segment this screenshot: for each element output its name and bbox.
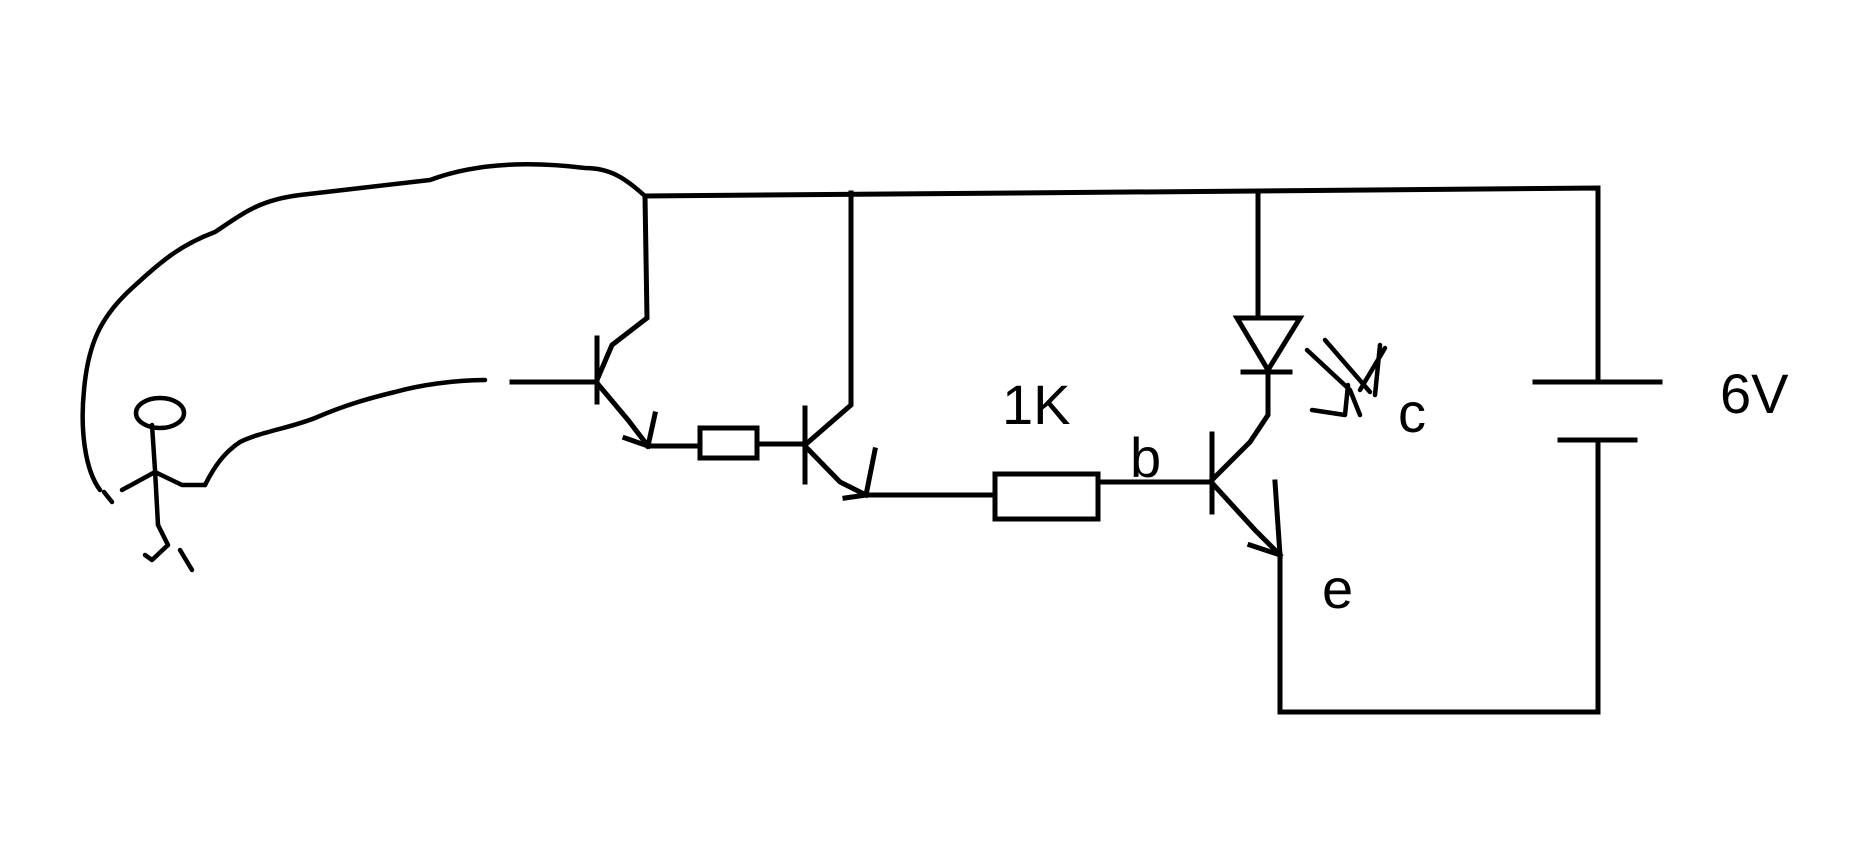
q1-collector-wire bbox=[593, 193, 650, 384]
resistor-1k bbox=[992, 471, 1101, 522]
base-label: b bbox=[1130, 426, 1161, 489]
touch-sensor-wire bbox=[80, 161, 648, 505]
q3-emitter bbox=[1208, 479, 1284, 559]
positive-rail bbox=[642, 185, 1601, 383]
ground-wire bbox=[1277, 437, 1601, 715]
collector-label: c bbox=[1398, 381, 1426, 444]
resistor-label: 1K bbox=[1002, 373, 1071, 436]
led-light-arrows-icon bbox=[1304, 337, 1388, 418]
q3-collector bbox=[1208, 369, 1271, 484]
q1-emitter bbox=[593, 379, 652, 450]
q3-emitter-arrow-icon bbox=[1246, 479, 1283, 559]
led-icon bbox=[1232, 315, 1305, 375]
q2-emitter bbox=[801, 442, 870, 499]
emitter-label: e bbox=[1322, 557, 1353, 620]
battery-voltage-label: 6V bbox=[1720, 362, 1789, 425]
q2-collector-wire bbox=[801, 190, 854, 449]
coupling-resistor bbox=[697, 425, 760, 461]
person-figure-icon bbox=[119, 395, 208, 573]
touch-sensor-wire-return bbox=[202, 377, 488, 488]
